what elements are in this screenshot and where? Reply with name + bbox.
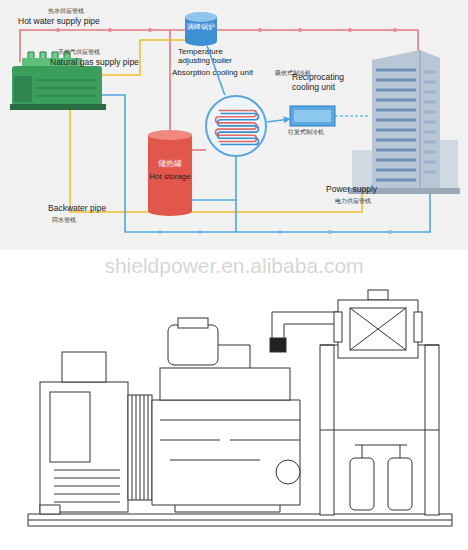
building-edge <box>420 50 421 188</box>
exhaust-bellows <box>270 338 286 352</box>
muffler-flange <box>414 312 422 342</box>
pipe-dots <box>158 230 392 234</box>
cylinder-top <box>185 12 217 22</box>
node-label: Reciprocating cooling unit <box>292 73 354 92</box>
node-label: 储热罐 <box>138 160 202 169</box>
skid-base <box>28 514 452 526</box>
alternator-end <box>14 76 32 102</box>
canister <box>388 458 412 510</box>
reciprocating-unit: Reciprocating cooling unit往复式制冷机 <box>290 106 335 126</box>
muffler-outlet <box>368 290 388 300</box>
pipe-connector <box>207 46 225 95</box>
pipe-label: 热水供应管线 <box>48 8 84 15</box>
pipe-label: Power supply <box>326 185 377 195</box>
engine-detail <box>160 420 300 512</box>
building-windows <box>376 70 416 180</box>
chilled-water-pipe <box>235 157 237 232</box>
hot-water-branch <box>192 149 206 151</box>
alternator-grill <box>54 470 120 502</box>
pipe-label: 天然气供应管线 <box>58 49 100 56</box>
building-wing <box>440 140 458 192</box>
pipe-label: 电力供应管线 <box>335 198 371 205</box>
pipe-connector <box>267 119 290 122</box>
alternator-foot <box>40 505 60 514</box>
coupling <box>128 395 152 500</box>
node-label: 往复式制冷机 <box>288 129 324 136</box>
engine-base <box>10 104 106 110</box>
boiler-tank: 调峰锅炉Temperature adjusting boiler <box>185 12 217 46</box>
watermark: shieldpower.en.alibaba.com <box>0 254 468 278</box>
cooling-line <box>335 115 368 117</box>
node-outline <box>290 106 335 126</box>
node-outline <box>205 95 267 157</box>
building-tower <box>372 50 440 188</box>
absorption-unit: Absorption cooling unit吸收式制冷机 <box>205 95 267 157</box>
pipe-label: Natural gas supply pipe <box>50 58 139 68</box>
muffler-cross <box>350 308 406 350</box>
cylinder-head <box>160 368 290 400</box>
building-windows <box>424 72 436 172</box>
chilled-water-pipe <box>192 199 236 201</box>
genset-drawing <box>28 290 452 526</box>
muffler-panel <box>350 308 406 350</box>
panel-background <box>0 0 468 250</box>
engine-body <box>12 66 102 106</box>
alternator-panel <box>50 392 90 462</box>
engine-block <box>152 400 300 505</box>
intake-pipe <box>218 345 250 368</box>
air-filter-cap <box>178 318 208 328</box>
canister <box>350 458 374 510</box>
alternator <box>40 382 128 512</box>
unit-panel <box>294 110 331 122</box>
hot-water-branch <box>169 30 171 130</box>
terminal-box <box>62 352 106 382</box>
pipe-label: 回水管线 <box>52 217 76 224</box>
crank-pulley <box>276 460 300 484</box>
pipe-dots <box>56 28 397 32</box>
unit-box <box>290 106 335 126</box>
skid-line <box>28 520 452 521</box>
engine-detail <box>36 80 96 96</box>
muffler <box>338 300 418 358</box>
coil-tube <box>218 114 259 145</box>
pipe-label: Hot water supply pipe <box>18 17 100 27</box>
air-filter <box>168 325 218 365</box>
node-label: Absorption cooling unit <box>172 69 253 78</box>
node-label: Temperature adjusting boiler <box>178 48 254 66</box>
exhaust-pipe <box>272 312 338 338</box>
canister-pipe <box>355 445 407 458</box>
hot-storage-tank: 储热罐Hot storage <box>148 130 192 216</box>
node-label: 调峰锅炉 <box>185 23 217 30</box>
muffler-flange <box>334 312 342 342</box>
coupling-ribs <box>132 395 148 500</box>
cylinder-top <box>148 130 192 140</box>
pipe-label: Backwater pipe <box>48 204 106 214</box>
node-label: Hot storage <box>138 173 202 182</box>
coil-shell <box>206 96 266 156</box>
